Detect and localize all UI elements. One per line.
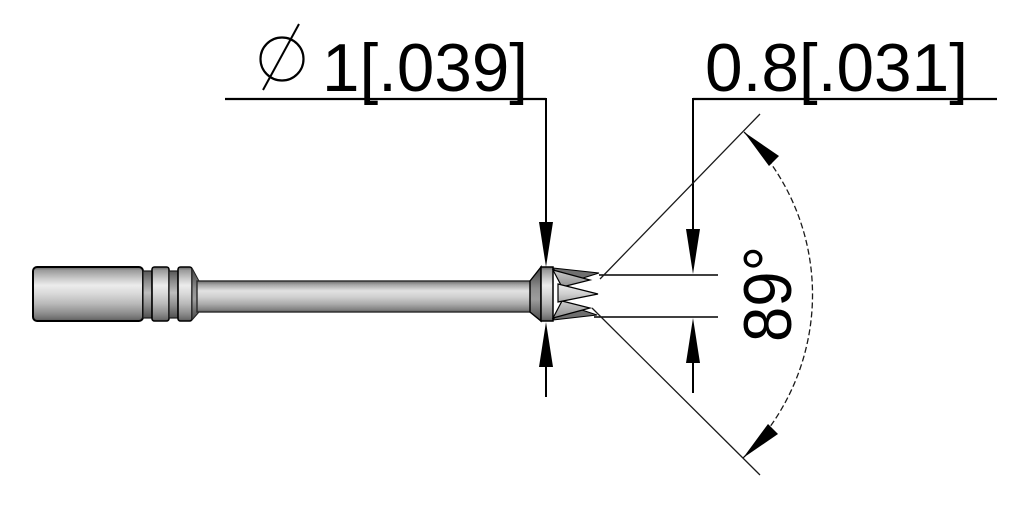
dimension-tip-angle xyxy=(591,113,814,476)
dimension-diameter xyxy=(225,23,553,397)
crown-point-center xyxy=(557,283,599,303)
angle-extension-lower xyxy=(591,307,761,476)
diameter-symbol-slash xyxy=(262,23,300,91)
crown-point-lower xyxy=(551,300,593,319)
probe-body xyxy=(32,264,600,323)
tip-cone xyxy=(529,264,542,323)
tip-width-arrow-bottom xyxy=(686,318,700,363)
tip-angle-dimension-label: 89° xyxy=(730,246,806,342)
angle-arrow-bottom xyxy=(743,424,778,458)
diameter-symbol xyxy=(259,23,305,91)
angle-extension-upper xyxy=(599,113,761,280)
tip-width-arrow-top xyxy=(686,229,700,274)
probe-barrel xyxy=(32,266,144,322)
crown-base xyxy=(540,266,554,322)
diameter-symbol-circle xyxy=(259,36,305,82)
probe-shaft xyxy=(196,280,533,313)
dimension-tip-width xyxy=(594,97,997,393)
tip-width-dimension-label: 0.8[.031] xyxy=(705,30,968,106)
crimp-ring-2 xyxy=(177,266,193,322)
crimp-groove-1 xyxy=(142,270,153,319)
diameter-dimension-label: 1[.039] xyxy=(322,30,528,106)
angle-dimension-arc xyxy=(742,131,814,459)
angle-arrow-top xyxy=(744,132,779,166)
diameter-arrow-bottom xyxy=(539,322,553,367)
diameter-arrow-top xyxy=(539,222,553,267)
crimp-groove-2 xyxy=(168,270,179,319)
crown-point-upper xyxy=(551,269,593,288)
crimp-ring-1 xyxy=(151,266,170,322)
